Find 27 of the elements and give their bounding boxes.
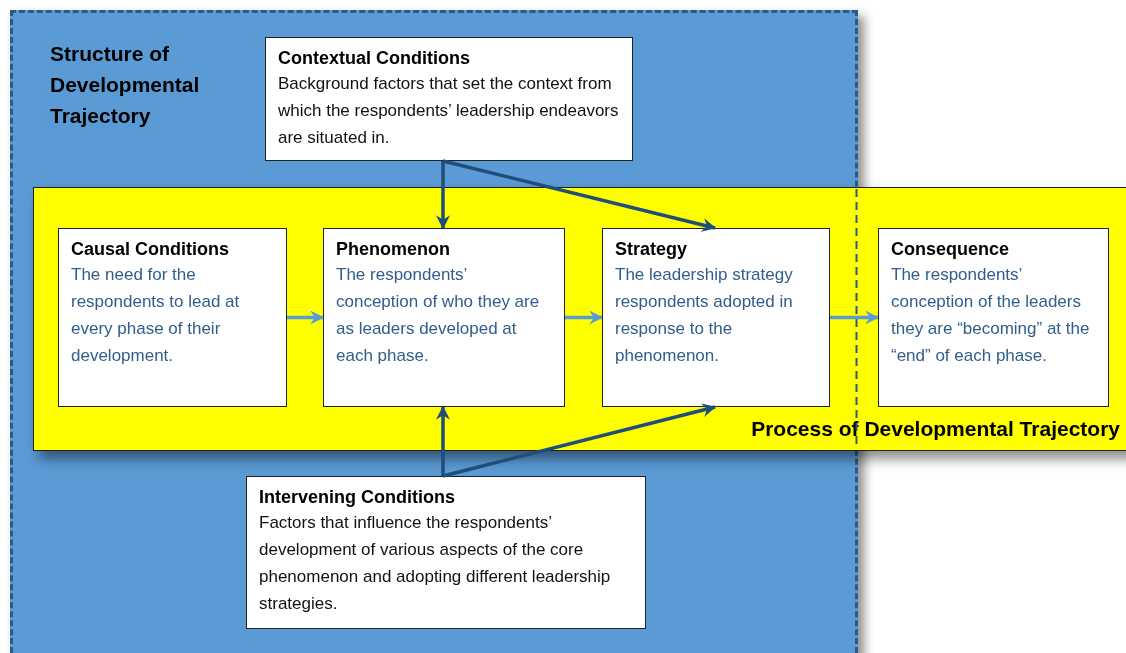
node-heading: Intervening Conditions	[259, 486, 456, 509]
process-box	[323, 228, 565, 407]
process-box	[58, 228, 287, 407]
node-description: Background factors that set the context from which the respondents’ leadership endeavors are situated in.	[278, 73, 620, 149]
panel-title: Structure of Developmental Trajectory	[50, 41, 201, 129]
process-box	[602, 228, 830, 407]
arrow	[287, 310, 325, 325]
node-description: The respondents’ conception of who they are as leaders developed at each phase.	[336, 264, 541, 367]
band-title: Process of Developmental Trajectory	[751, 416, 1120, 442]
node-heading: Causal Conditions	[71, 238, 230, 261]
arrow	[442, 403, 717, 478]
arrow	[565, 310, 604, 325]
node-description: The need for the respondents to lead at every phase of their development.	[71, 264, 241, 367]
condition-box	[246, 476, 646, 629]
node-description: Factors that influence the respondents’ development of various aspects of the core phenomenon and adopting different leadership strategies.	[259, 512, 612, 615]
node-description: The leadership strategy respondents adopted in response to the phenomenon.	[615, 264, 794, 367]
arrow	[442, 159, 717, 232]
process-box	[878, 228, 1109, 407]
condition-box	[265, 37, 633, 161]
node-description: The respondents’ conception of the leaders they are “becoming” at the “end” of each phase.	[891, 264, 1091, 367]
node-heading: Consequence	[891, 238, 1011, 261]
arrow	[436, 405, 450, 476]
node-heading: Contextual Conditions	[278, 47, 471, 70]
node-heading: Strategy	[615, 238, 689, 261]
arrow	[830, 310, 880, 325]
node-heading: Phenomenon	[336, 238, 451, 261]
arrow	[436, 161, 450, 230]
